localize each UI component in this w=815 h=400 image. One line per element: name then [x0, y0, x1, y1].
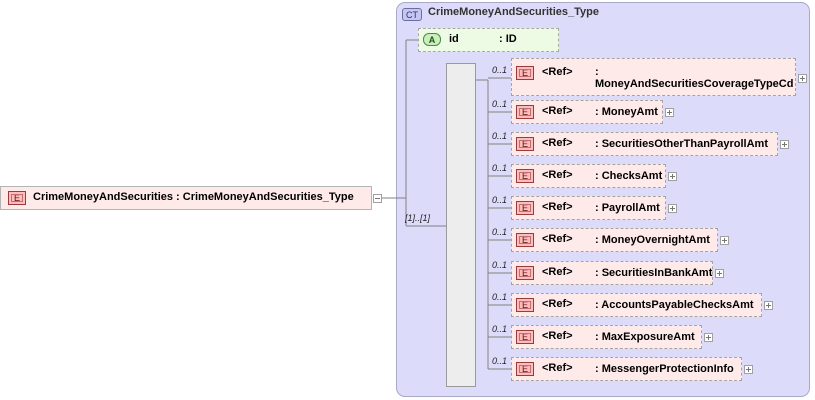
element-multiplicity: 0..1: [492, 163, 508, 173]
element-box[interactable]: [511, 132, 778, 156]
element-name: : PayrollAmt: [595, 202, 660, 214]
attribute-box[interactable]: [418, 28, 559, 52]
element-ref: <Ref>: [542, 66, 573, 78]
element-ref: <Ref>: [542, 362, 573, 374]
root-element-badge: E: [8, 191, 26, 205]
attribute-type: : ID: [499, 33, 517, 45]
element-name: : MessengerProtectionInfo: [595, 363, 734, 375]
sequence-compositor[interactable]: [446, 63, 476, 387]
element-name: : SecuritiesInBankAmt: [595, 267, 713, 279]
element-multiplicity: 0..1: [492, 65, 508, 75]
element-multiplicity: 0..1: [492, 324, 508, 334]
root-element-label: CrimeMoneyAndSecurities : CrimeMoneyAndS…: [33, 191, 354, 203]
element-multiplicity: 0..1: [492, 227, 508, 237]
plus-icon[interactable]: [798, 74, 807, 83]
element-badge: E: [516, 66, 534, 80]
element-box[interactable]: [511, 325, 702, 349]
element-name: : SecuritiesOtherThanPayrollAmt: [595, 138, 768, 150]
element-ref: <Ref>: [542, 298, 573, 310]
element-box[interactable]: [511, 293, 762, 317]
element-badge: E: [516, 169, 534, 183]
element-multiplicity: 0..1: [492, 356, 508, 366]
element-multiplicity: 0..1: [492, 131, 508, 141]
element-box[interactable]: [511, 261, 713, 285]
element-badge: E: [516, 137, 534, 151]
attribute-name: id: [449, 33, 459, 45]
element-badge: E: [516, 201, 534, 215]
element-multiplicity: 0..1: [492, 292, 508, 302]
plus-icon[interactable]: [668, 204, 677, 213]
element-badge: E: [516, 266, 534, 280]
element-box[interactable]: [511, 357, 742, 381]
complex-type-badge: CT: [402, 8, 422, 21]
element-box[interactable]: [511, 164, 666, 188]
element-name: : MoneyOvernightAmt: [595, 234, 710, 246]
complex-type-title: CrimeMoneyAndSecurities_Type: [428, 6, 599, 18]
element-ref: <Ref>: [542, 201, 573, 213]
element-box[interactable]: [511, 228, 718, 252]
element-multiplicity: 0..1: [492, 99, 508, 109]
plus-icon[interactable]: [764, 301, 773, 310]
element-name: : MoneyAmt: [595, 106, 658, 118]
element-ref: <Ref>: [542, 169, 573, 181]
element-box[interactable]: [511, 100, 663, 124]
plus-icon[interactable]: [744, 365, 753, 374]
element-box[interactable]: [511, 196, 666, 220]
element-badge: E: [516, 233, 534, 247]
plus-icon[interactable]: [780, 140, 789, 149]
element-name: : MoneyAndSecuritiesCoverageTypeCd: [595, 66, 794, 90]
root-element-box[interactable]: [0, 186, 372, 210]
element-badge: E: [516, 105, 534, 119]
plus-icon[interactable]: [720, 236, 729, 245]
sequence-multiplicity: [1]..[1]: [405, 213, 431, 223]
element-name: : MaxExposureAmt: [595, 331, 695, 343]
element-ref: <Ref>: [542, 266, 573, 278]
element-badge: E: [516, 298, 534, 312]
element-ref: <Ref>: [542, 233, 573, 245]
element-ref: <Ref>: [542, 105, 573, 117]
element-name: : ChecksAmt: [595, 170, 663, 182]
element-name: : AccountsPayableChecksAmt: [595, 299, 754, 311]
plus-icon[interactable]: [668, 172, 677, 181]
element-ref: <Ref>: [542, 330, 573, 342]
element-multiplicity: 0..1: [492, 260, 508, 270]
element-ref: <Ref>: [542, 137, 573, 149]
element-badge: E: [516, 330, 534, 344]
minus-icon[interactable]: [373, 194, 382, 203]
element-badge: E: [516, 362, 534, 376]
plus-icon[interactable]: [715, 269, 724, 278]
plus-icon[interactable]: [665, 108, 674, 117]
element-multiplicity: 0..1: [492, 195, 508, 205]
attribute-badge: A: [423, 33, 441, 46]
plus-icon[interactable]: [704, 333, 713, 342]
element-box[interactable]: [511, 58, 796, 96]
